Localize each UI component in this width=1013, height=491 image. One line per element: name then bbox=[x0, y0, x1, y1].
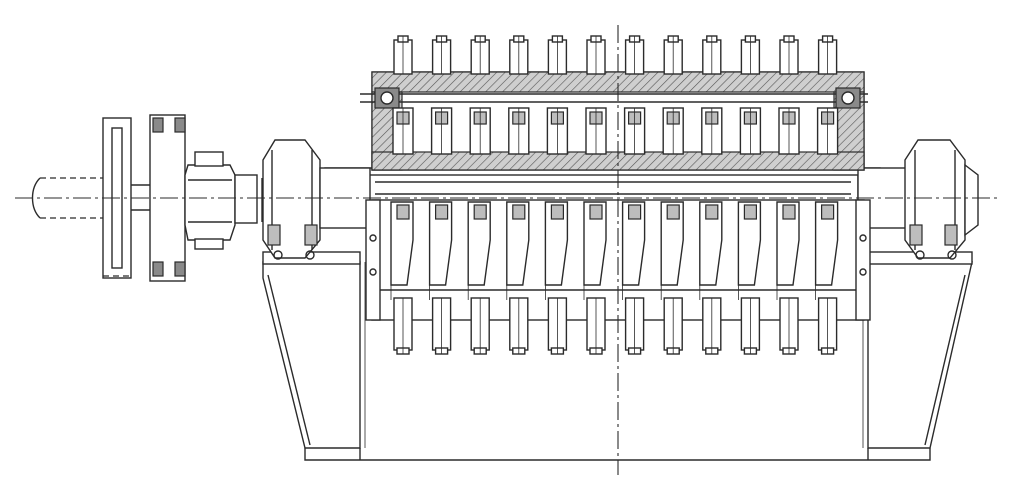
upper-hammer bbox=[739, 35, 762, 155]
upper-hammer bbox=[508, 35, 530, 155]
upper-hammer bbox=[430, 35, 453, 155]
lower-hammer bbox=[660, 201, 684, 355]
lower-hammer bbox=[467, 201, 491, 355]
lower-hammer bbox=[699, 201, 723, 355]
lower-hammer bbox=[390, 201, 414, 355]
lower-hammer bbox=[544, 201, 569, 355]
upper-hammer bbox=[585, 35, 607, 155]
lower-hammer bbox=[428, 201, 453, 355]
upper-hammer bbox=[469, 35, 491, 155]
coupling-hub bbox=[184, 151, 258, 250]
upper-hammer bbox=[816, 35, 839, 155]
left-bearing-housing bbox=[261, 139, 371, 260]
upper-hammer-row bbox=[392, 35, 839, 155]
lower-hammer-row bbox=[390, 201, 839, 355]
upper-hammer bbox=[623, 35, 646, 155]
upper-hammer bbox=[392, 35, 414, 155]
right-bearing-housing bbox=[857, 139, 979, 260]
upper-hammer bbox=[778, 35, 800, 155]
lower-hammer bbox=[583, 201, 607, 355]
upper-hammer bbox=[662, 35, 684, 155]
lower-hammer bbox=[621, 201, 646, 355]
upper-hammer bbox=[701, 35, 723, 155]
centerlines bbox=[15, 25, 1000, 475]
lower-hammer bbox=[737, 201, 762, 355]
lower-hammer bbox=[506, 201, 530, 355]
lower-hammer bbox=[776, 201, 800, 355]
lower-hammer bbox=[814, 201, 839, 355]
upper-hammer bbox=[546, 35, 569, 155]
